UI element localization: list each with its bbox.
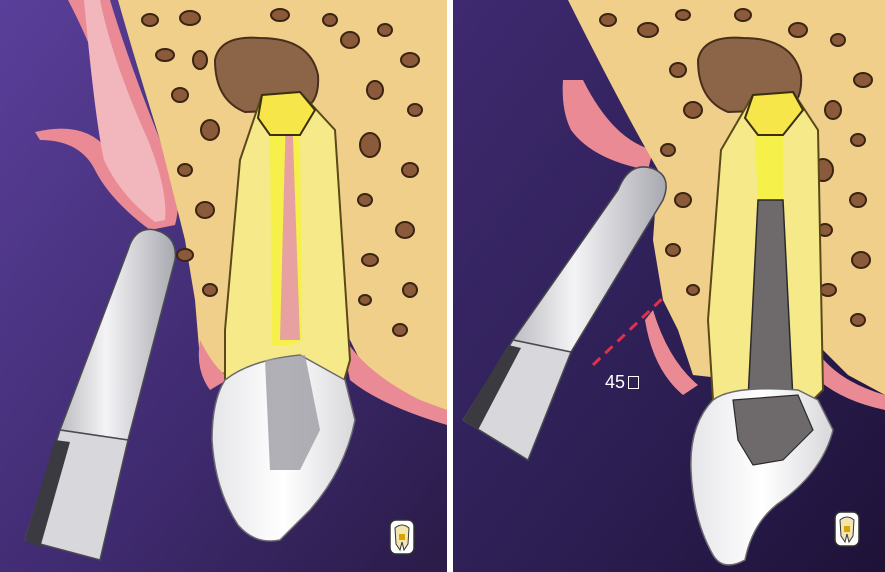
dental-logo [835, 512, 859, 546]
left-illustration-panel [0, 0, 447, 572]
angle-label: 45 [605, 372, 639, 393]
left-tooth-illustration [0, 0, 447, 572]
right-tooth-illustration [453, 0, 885, 572]
right-illustration-panel: 45 [453, 0, 885, 572]
dental-logo [390, 520, 414, 554]
degree-symbol-box [628, 376, 639, 389]
angle-value: 45 [605, 372, 625, 393]
